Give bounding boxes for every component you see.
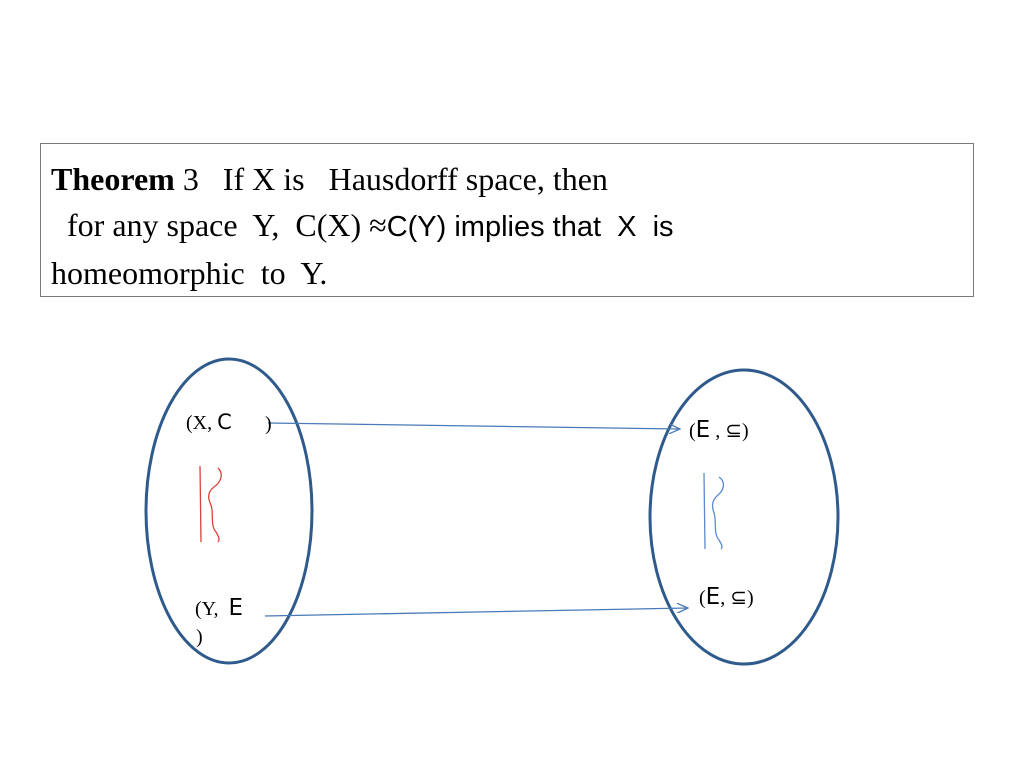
left-top-symbol: C <box>217 410 232 434</box>
right-top-open: ( <box>689 420 696 442</box>
right-brace-stroke <box>711 476 725 550</box>
right-ellipse <box>648 368 840 666</box>
theorem-line-3: homeomorphic to Y. <box>51 250 963 296</box>
right-top-rest: , ⊆) <box>710 420 749 442</box>
bottom-arrow <box>264 608 688 617</box>
theorem-line-2-a: for any space Y, C(X) ≈ <box>67 207 387 243</box>
theorem-line-2-b: C(Y) implies that X is <box>386 211 674 243</box>
right-vertical-stroke <box>703 472 706 550</box>
theorem-line-1: Theorem 3 If X is Hausdorff space, then <box>51 156 963 202</box>
left-equivalence-mark <box>199 465 222 543</box>
right-bottom-open: ( <box>699 587 706 609</box>
left-top-open: (X, <box>186 412 218 434</box>
left-top-label: (X, C <box>186 411 232 434</box>
right-equivalence-mark <box>703 472 725 550</box>
left-vertical-stroke <box>199 465 202 543</box>
left-top-close: ) <box>265 413 272 435</box>
theorem-number: 3 <box>182 161 199 197</box>
left-bottom-open: (Y, <box>195 598 224 620</box>
right-bottom-rest: , ⊆) <box>720 587 754 609</box>
right-bottom-label: (E, ⊆) <box>699 584 754 610</box>
right-top-label: (E , ⊆) <box>689 417 749 443</box>
left-bottom-symbol: E <box>228 595 244 621</box>
left-brace-stroke <box>208 467 222 543</box>
right-top-symbol: E <box>695 417 711 443</box>
theorem-line-3-text: homeomorphic to Y. <box>51 255 328 291</box>
left-bottom-label: (Y, E <box>195 595 244 621</box>
theorem-line-2: for any space Y, C(X) ≈C(Y) implies that… <box>51 202 963 250</box>
theorem-label: Theorem <box>51 161 175 197</box>
left-bottom-close: ) <box>196 626 203 648</box>
top-arrow <box>267 422 680 429</box>
right-bottom-symbol: E <box>705 584 721 610</box>
theorem-line-1-text: If X is Hausdorff space, then <box>222 161 608 197</box>
left-ellipse <box>144 357 314 665</box>
theorem-box: Theorem 3 If X is Hausdorff space, then … <box>40 143 974 297</box>
